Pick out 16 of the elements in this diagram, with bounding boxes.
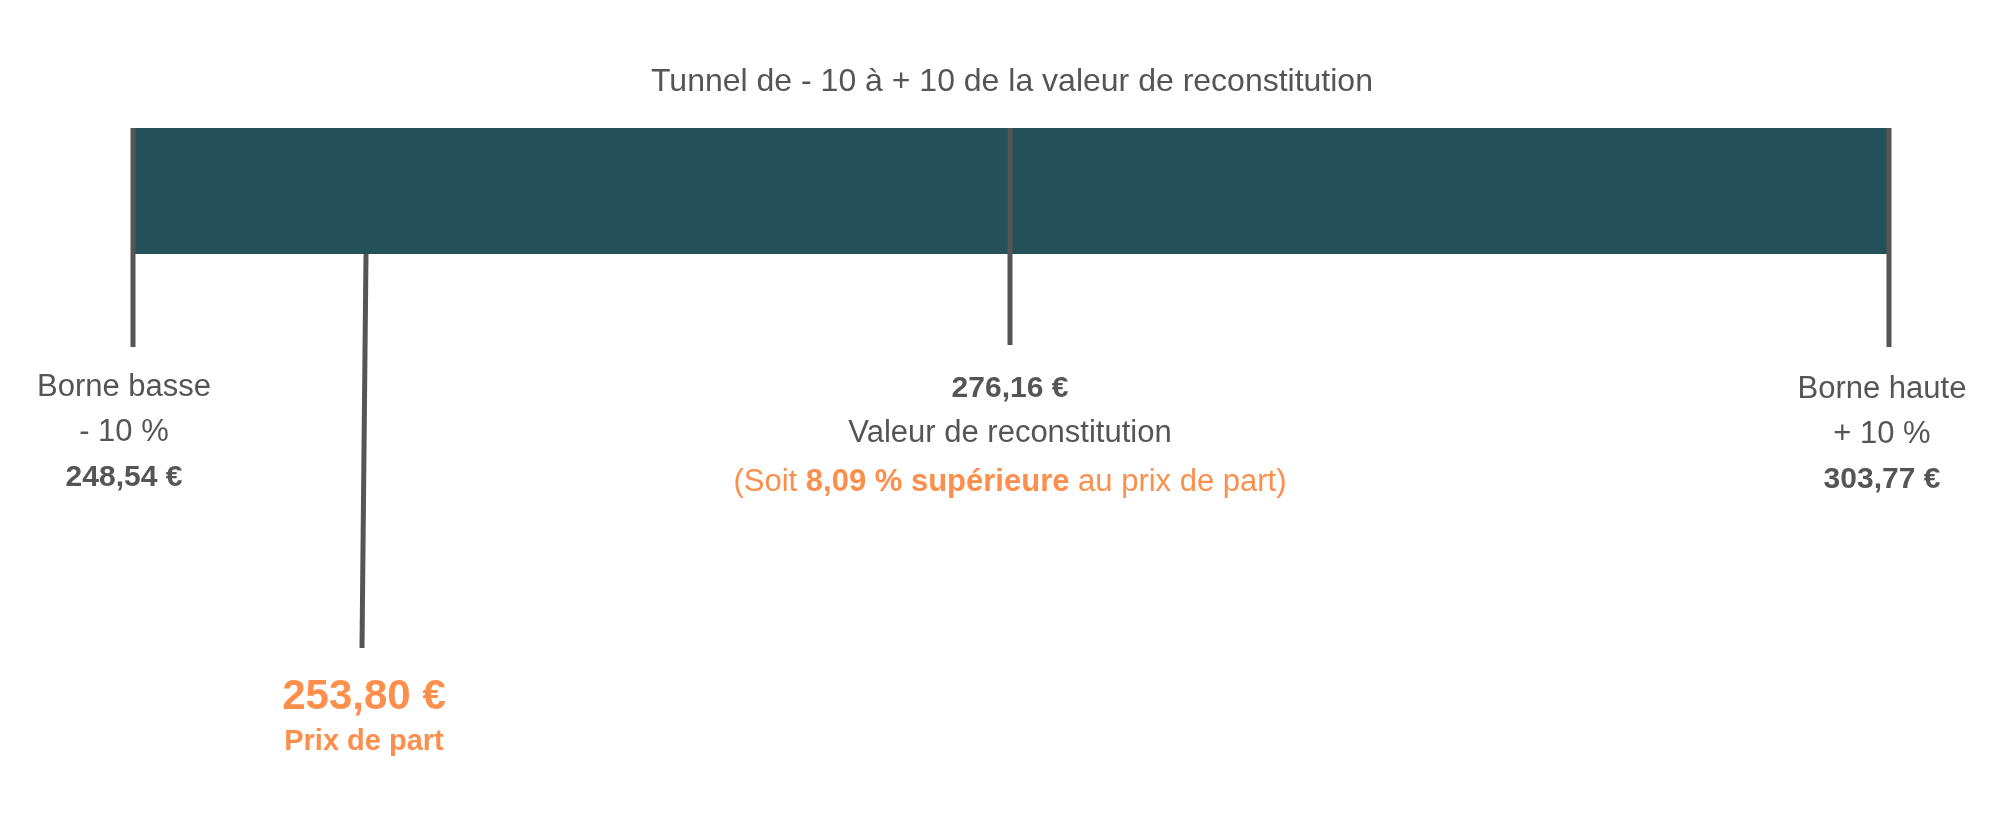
percent-label: + 10 % [1833,414,1931,452]
price-value: 276,16 € [951,369,1069,405]
bound-label: Borne haute [1797,369,1967,407]
leader-line [1007,128,1013,345]
diagram-title: Tunnel de - 10 à + 10 de la valeur de reconstitution [651,61,1373,100]
leader-line [130,128,136,347]
leader-line [359,253,369,649]
leader-line [1886,128,1892,347]
percent-label: - 10 % [79,412,169,450]
bound-label: Borne basse [36,367,212,405]
price-value: 303,77 € [1823,460,1941,496]
note-text: (Soit 8,09 % supérieure au prix de part) [733,462,1287,500]
price-label: Prix de part [284,723,444,758]
price-value: 253,80 € [282,670,446,720]
value-label: Valeur de reconstitution [848,413,1172,451]
price-value: 248,54 € [65,458,183,494]
